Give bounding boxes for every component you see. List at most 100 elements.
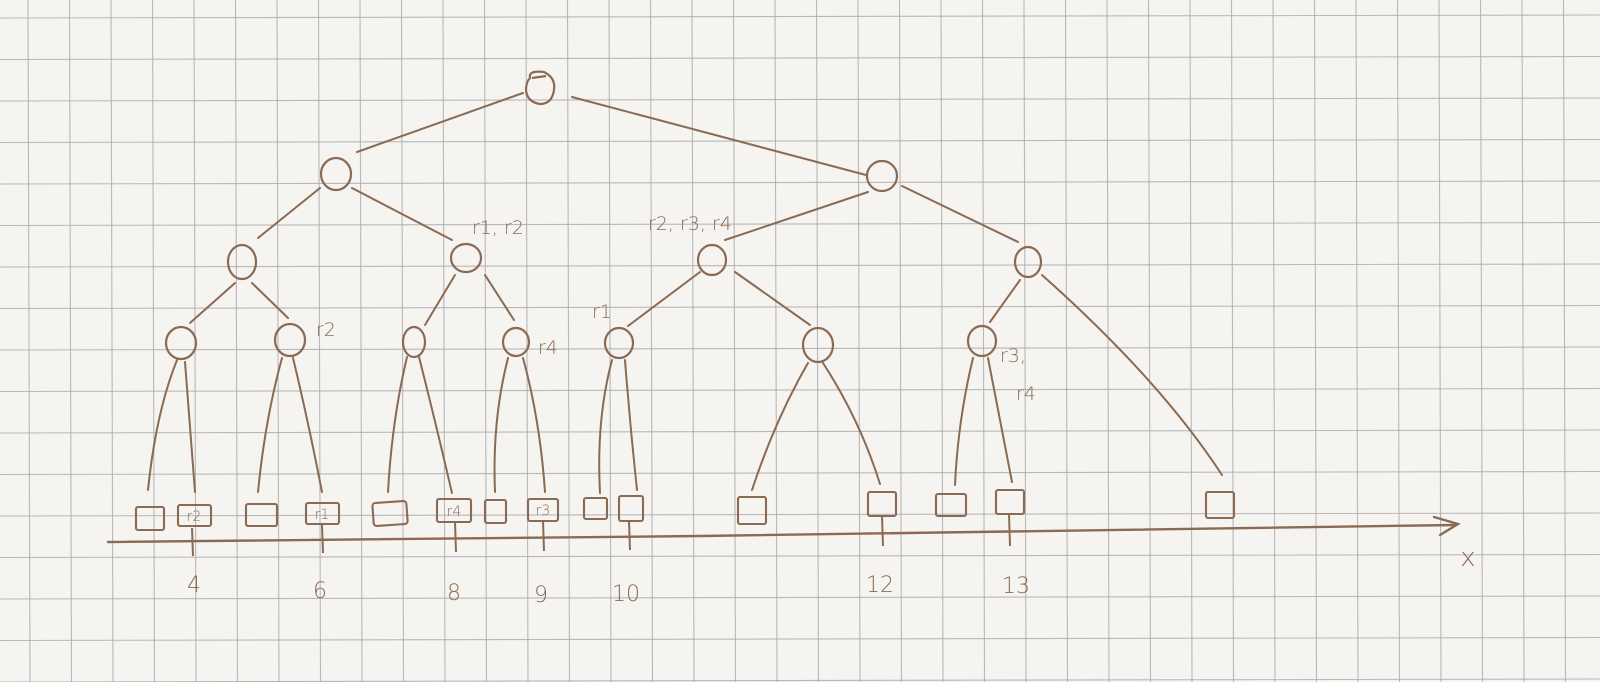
internal-node-h2-7 bbox=[696, 243, 728, 277]
tick-label-4: 4 bbox=[187, 573, 201, 598]
edge-h2_8-leaf-12 bbox=[822, 362, 881, 485]
internal-node-h2-10 bbox=[966, 324, 998, 358]
root-node bbox=[524, 70, 556, 106]
internal-node-h2-8 bbox=[801, 326, 835, 364]
internal-node-h2-5 bbox=[501, 326, 531, 358]
edge-h2_1-leaf-4 bbox=[184, 361, 196, 493]
edge-h2_2-h2_1 bbox=[189, 282, 236, 324]
x-axis: 4 6 8 9 10 12 13 x bbox=[106, 513, 1476, 608]
annotation-h2-10-line1: r3, bbox=[1000, 345, 1026, 367]
internal-node-h1-0 bbox=[865, 159, 899, 193]
grid-line-vertical bbox=[774, 0, 778, 682]
edge-h2_9-h2_10 bbox=[989, 279, 1021, 323]
grid-line-vertical bbox=[276, 0, 280, 682]
grid-line-horizontal bbox=[0, 180, 1600, 185]
grid-line-vertical bbox=[649, 0, 654, 682]
x-axis-line bbox=[106, 523, 1457, 544]
grid-line-vertical bbox=[1272, 0, 1276, 682]
grid-line-vertical bbox=[1189, 0, 1193, 682]
grid-line-vertical bbox=[110, 0, 114, 682]
edge-h2_7-h2_6 bbox=[627, 271, 701, 327]
grid-line-horizontal bbox=[0, 636, 1600, 642]
edge-h2_8-leaf-11 bbox=[751, 362, 809, 491]
edge-h2_15-leaf-8 bbox=[418, 356, 453, 494]
grid-line-vertical bbox=[317, 0, 322, 682]
grid-line-vertical bbox=[1479, 0, 1484, 682]
edge-h2_4-h2_15 bbox=[424, 274, 456, 326]
tick-label-13: 13 bbox=[1002, 574, 1030, 599]
leaf-1 bbox=[134, 505, 166, 532]
internal-node-h2-2 bbox=[226, 243, 258, 281]
edge-h2_10-leaf-13 bbox=[987, 357, 1013, 483]
annotation-h1-1: r1, r2 bbox=[472, 217, 524, 239]
leaf-9 bbox=[582, 496, 609, 521]
annotation-h2-10-line2: r4 bbox=[1016, 383, 1036, 405]
edge-h2_1-leaf-3 bbox=[147, 359, 178, 491]
grid-line-vertical bbox=[608, 0, 612, 682]
tick-mark-10 bbox=[628, 520, 631, 551]
grid-line-vertical bbox=[1521, 0, 1525, 682]
internal-node-h2-6 bbox=[603, 326, 635, 360]
tick-label-12: 12 bbox=[866, 573, 894, 598]
tick-mark-12 bbox=[881, 515, 884, 547]
grid-line-horizontal bbox=[0, 138, 1600, 144]
leaf-label-8: r4 bbox=[447, 504, 462, 520]
edge-root-left bbox=[356, 92, 524, 153]
grid-line-horizontal bbox=[0, 304, 1600, 310]
grid-line-vertical bbox=[483, 0, 488, 682]
tick-label-10: 10 bbox=[612, 582, 640, 607]
edge-h1_0-h2_9 bbox=[901, 185, 1019, 243]
leaf-label-6: r1 bbox=[315, 507, 330, 523]
leaf-14 bbox=[994, 488, 1026, 516]
leaf-13 bbox=[934, 492, 968, 518]
grid-line-horizontal bbox=[0, 14, 1600, 19]
grid-line-vertical bbox=[1562, 0, 1567, 682]
annotation-h2-6: r1 bbox=[592, 301, 612, 323]
leaf-6 bbox=[435, 497, 473, 524]
tick-label-6: 6 bbox=[313, 579, 327, 604]
grid-line-vertical bbox=[898, 0, 903, 682]
grid-line-horizontal bbox=[0, 346, 1600, 351]
grid-line-horizontal bbox=[0, 55, 1600, 61]
internal-node-h1-1 bbox=[319, 156, 353, 192]
node-annotations: r1, r2 r2, r3, r4 r2 r4 r1 r3, r4 bbox=[316, 213, 1036, 405]
grid-line-vertical bbox=[1438, 0, 1442, 682]
grid-line-vertical bbox=[981, 0, 986, 682]
edge-h1_0-h2_7 bbox=[724, 191, 869, 241]
grid-line-vertical bbox=[732, 0, 737, 682]
grid-line-horizontal bbox=[0, 595, 1600, 600]
grid-line-vertical bbox=[1313, 0, 1318, 682]
edge-h2_10-leaf-12b bbox=[954, 357, 974, 486]
grid-line-vertical bbox=[691, 0, 695, 682]
edge-root-right bbox=[571, 96, 867, 176]
tree-nodes bbox=[164, 70, 1043, 364]
grid-line-vertical bbox=[1064, 0, 1069, 682]
tick-mark-4 bbox=[191, 527, 194, 557]
edge-h2_7-h2_8 bbox=[734, 271, 811, 326]
leaf-3 bbox=[244, 502, 279, 528]
grid-line-horizontal bbox=[0, 553, 1600, 559]
grid-line-vertical bbox=[525, 0, 529, 682]
edge-h2_9-leaf-15 bbox=[1041, 274, 1223, 476]
tick-label-9: 9 bbox=[534, 583, 548, 608]
edge-h2_4-h2_5 bbox=[484, 274, 515, 321]
leaf-labels: r2 r1 r4 r3 bbox=[187, 503, 551, 525]
leaf-12 bbox=[866, 490, 898, 518]
edge-h2_3-leaf-5 bbox=[257, 357, 283, 493]
grid-line-vertical bbox=[68, 0, 73, 682]
internal-node-h2-3 bbox=[273, 322, 307, 358]
edge-h1_1-h2_4 bbox=[351, 187, 453, 241]
grid-line-vertical bbox=[815, 0, 820, 682]
leaf-label-4: r2 bbox=[187, 509, 202, 525]
edge-h2_5-leaf-8b bbox=[493, 357, 509, 493]
internal-node-h2-9 bbox=[1013, 245, 1043, 279]
grid-line-horizontal bbox=[0, 263, 1600, 268]
annotation-h2-3: r2 bbox=[316, 319, 336, 341]
tick-mark-6 bbox=[321, 524, 324, 554]
leaf-15 bbox=[1204, 490, 1236, 520]
leaf-5 bbox=[371, 499, 409, 528]
grid-line-horizontal bbox=[0, 512, 1600, 517]
